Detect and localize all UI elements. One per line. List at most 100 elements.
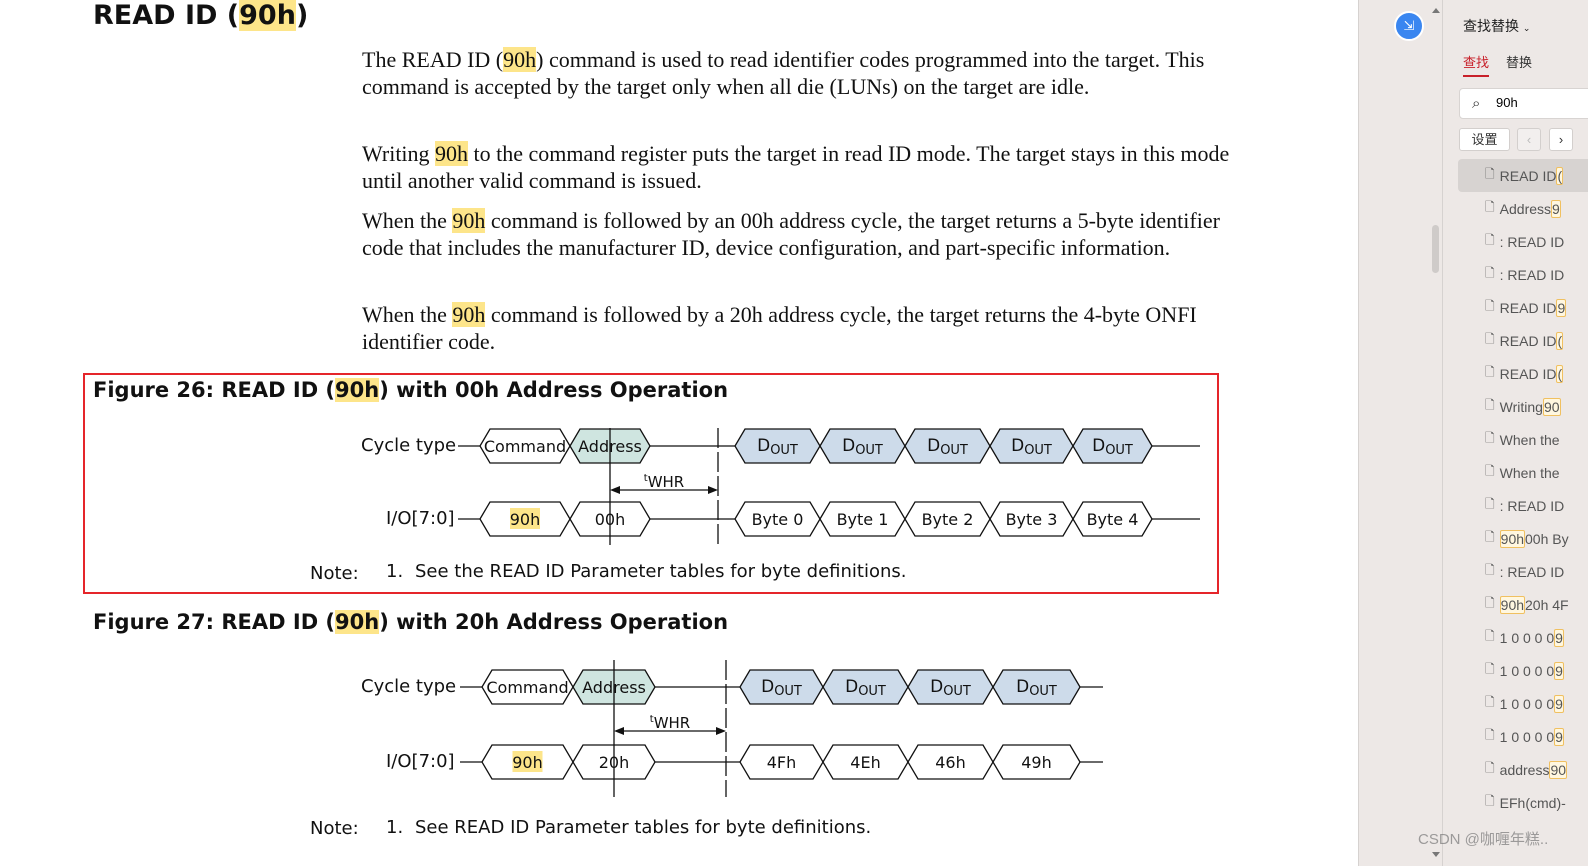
result-text: EFh(cmd)- bbox=[1499, 794, 1566, 811]
io-label: Byte 2 bbox=[922, 510, 974, 529]
search-result-item[interactable]: 🗋 EFh(cmd)- bbox=[1458, 786, 1588, 819]
search-result-item[interactable]: 🗋1 0 0 0 0 9 bbox=[1458, 720, 1588, 753]
result-text: : READ ID bbox=[1499, 563, 1565, 580]
text: ) command is used to read identifier cod… bbox=[362, 47, 1205, 99]
search-result-item[interactable]: 🗋: READ ID bbox=[1458, 489, 1588, 522]
document-icon: 🗋 bbox=[1485, 398, 1495, 412]
search-result-item[interactable]: 🗋: READ ID bbox=[1458, 258, 1588, 291]
scroll-down-arrow[interactable] bbox=[1432, 852, 1440, 857]
text: The READ ID ( bbox=[362, 47, 504, 72]
settings-button[interactable]: 设置 bbox=[1459, 128, 1510, 151]
document-icon: 🗋 bbox=[1485, 431, 1495, 445]
io-label: 90h bbox=[510, 510, 541, 529]
text: When the bbox=[362, 208, 453, 233]
result-highlight: 9 bbox=[1551, 199, 1561, 218]
document-icon: 🗋 bbox=[1485, 794, 1495, 808]
search-input[interactable] bbox=[1496, 95, 1586, 110]
text: When the bbox=[362, 302, 453, 327]
io-label: Byte 3 bbox=[1006, 510, 1058, 529]
search-highlight: 90h bbox=[335, 610, 380, 634]
document-icon: 🗋 bbox=[1485, 662, 1495, 676]
convert-icon[interactable]: ⇲ bbox=[1394, 11, 1424, 41]
twhr-label: tWHR bbox=[643, 473, 685, 491]
paragraph: When the 90h command is followed by a 20… bbox=[362, 301, 1252, 355]
result-text: : READ ID bbox=[1499, 233, 1565, 250]
result-text: 1 0 0 0 0 bbox=[1499, 695, 1555, 712]
result-text: address bbox=[1499, 761, 1550, 778]
search-result-item[interactable]: 🗋 : READ ID bbox=[1458, 225, 1588, 258]
figure-title: Figure 26: READ ID (90h) with 00h Addres… bbox=[93, 378, 728, 402]
search-highlight: 90h bbox=[335, 378, 380, 402]
tab-replace[interactable]: 替换 bbox=[1506, 55, 1533, 70]
search-highlight: 90h bbox=[239, 0, 296, 31]
search-result-item[interactable]: 🗋READ ID ( bbox=[1458, 324, 1588, 357]
document-icon: 🗋 bbox=[1485, 497, 1495, 511]
io-label: Byte 1 bbox=[837, 510, 889, 529]
search-result-item[interactable]: 🗋READ ID ( bbox=[1458, 357, 1588, 390]
next-result-button[interactable]: › bbox=[1549, 128, 1573, 151]
result-text: When the bbox=[1499, 431, 1560, 448]
search-result-item[interactable]: 🗋1 0 0 0 0 9 bbox=[1458, 654, 1588, 687]
twhr-label: tWHR bbox=[649, 714, 691, 732]
document-icon: 🗋 bbox=[1485, 299, 1495, 313]
arrowhead-left-icon bbox=[614, 727, 624, 735]
prev-result-button[interactable]: ‹ bbox=[1517, 128, 1541, 151]
document-view: READ ID (90h) The READ ID (90h) command … bbox=[83, 0, 1252, 839]
document-icon: 🗋 bbox=[1485, 233, 1495, 247]
search-result-item[interactable]: 🗋1 0 0 0 0 9 bbox=[1458, 621, 1588, 654]
cycle-label: Command bbox=[486, 678, 568, 697]
dout-label: DOUT bbox=[757, 436, 798, 458]
document-icon: 🗋 bbox=[1485, 200, 1495, 214]
dout-label: DOUT bbox=[1011, 436, 1052, 458]
search-result-item[interactable]: 🗋 READ ID ( bbox=[1458, 159, 1588, 192]
arrowhead-right-icon bbox=[708, 486, 718, 494]
arrowhead-left-icon bbox=[610, 486, 620, 494]
figure-title: Figure 27: READ ID (90h) with 20h Addres… bbox=[93, 610, 728, 634]
panel-title-dropdown[interactable]: 查找替换 ⌄ bbox=[1463, 16, 1530, 36]
note-number: 1. bbox=[386, 817, 404, 838]
result-highlight: 9 bbox=[1556, 298, 1567, 317]
note-label: Note: bbox=[310, 563, 359, 584]
result-highlight: 90h bbox=[1499, 595, 1526, 614]
dout-label: DOUT bbox=[927, 436, 968, 458]
io-cycle-shape bbox=[1072, 501, 1153, 537]
watermark: CSDN @咖喱年糕.. bbox=[1418, 831, 1549, 848]
tab-find[interactable]: 查找 bbox=[1463, 52, 1490, 77]
result-highlight: ( bbox=[1556, 166, 1564, 185]
scrollbar-thumb[interactable] bbox=[1432, 225, 1439, 273]
result-text: 00h By bbox=[1525, 530, 1569, 547]
document-icon: 🗋 bbox=[1485, 332, 1495, 346]
text: Figure 27: READ ID ( bbox=[93, 610, 336, 634]
document-icon: 🗋 bbox=[1485, 167, 1495, 181]
cycle-cycle-shape bbox=[1072, 428, 1153, 464]
row-label-cycle: Cycle type bbox=[361, 676, 457, 697]
note-text: See READ ID Parameter tables for byte de… bbox=[415, 817, 872, 838]
cycle-cycle-shape bbox=[992, 669, 1081, 705]
scroll-up-arrow[interactable] bbox=[1432, 8, 1440, 13]
search-result-item[interactable]: 🗋When the bbox=[1458, 456, 1588, 489]
result-text: READ ID bbox=[1499, 167, 1557, 184]
result-text: Writing bbox=[1499, 398, 1543, 415]
search-result-item[interactable]: 🗋address 90 bbox=[1458, 753, 1588, 786]
search-result-item[interactable]: 🗋Writing 90 bbox=[1458, 390, 1588, 423]
search-highlight bbox=[512, 751, 543, 772]
io-label: 4Eh bbox=[850, 753, 880, 772]
document-icon: 🗋 bbox=[1485, 761, 1495, 775]
result-text: READ ID bbox=[1499, 299, 1557, 316]
result-highlight: 90h bbox=[1499, 529, 1526, 548]
search-result-item[interactable]: 🗋Address 9 bbox=[1458, 192, 1588, 225]
selection-rectangle bbox=[83, 373, 1219, 594]
search-result-item[interactable]: 🗋 When the bbox=[1458, 423, 1588, 456]
arrowhead-right-icon bbox=[716, 727, 726, 735]
note-text: See the READ ID Parameter tables for byt… bbox=[415, 561, 907, 582]
result-text: 1 0 0 0 0 bbox=[1499, 629, 1555, 646]
document-icon: 🗋 bbox=[1485, 530, 1495, 544]
search-result-item[interactable]: 🗋1 0 0 0 0 9 bbox=[1458, 687, 1588, 720]
result-highlight: 9 bbox=[1554, 727, 1564, 746]
search-result-item[interactable]: 🗋: READ ID bbox=[1458, 555, 1588, 588]
find-replace-panel: 查找替换 ⌄ 查找 替换 ⌕ 设置 ‹ › 🗋 READ ID ( 🗋Address… bbox=[1443, 0, 1588, 866]
search-result-item[interactable]: 🗋 READ ID 9 bbox=[1458, 291, 1588, 324]
search-box[interactable]: ⌕ bbox=[1459, 88, 1588, 119]
